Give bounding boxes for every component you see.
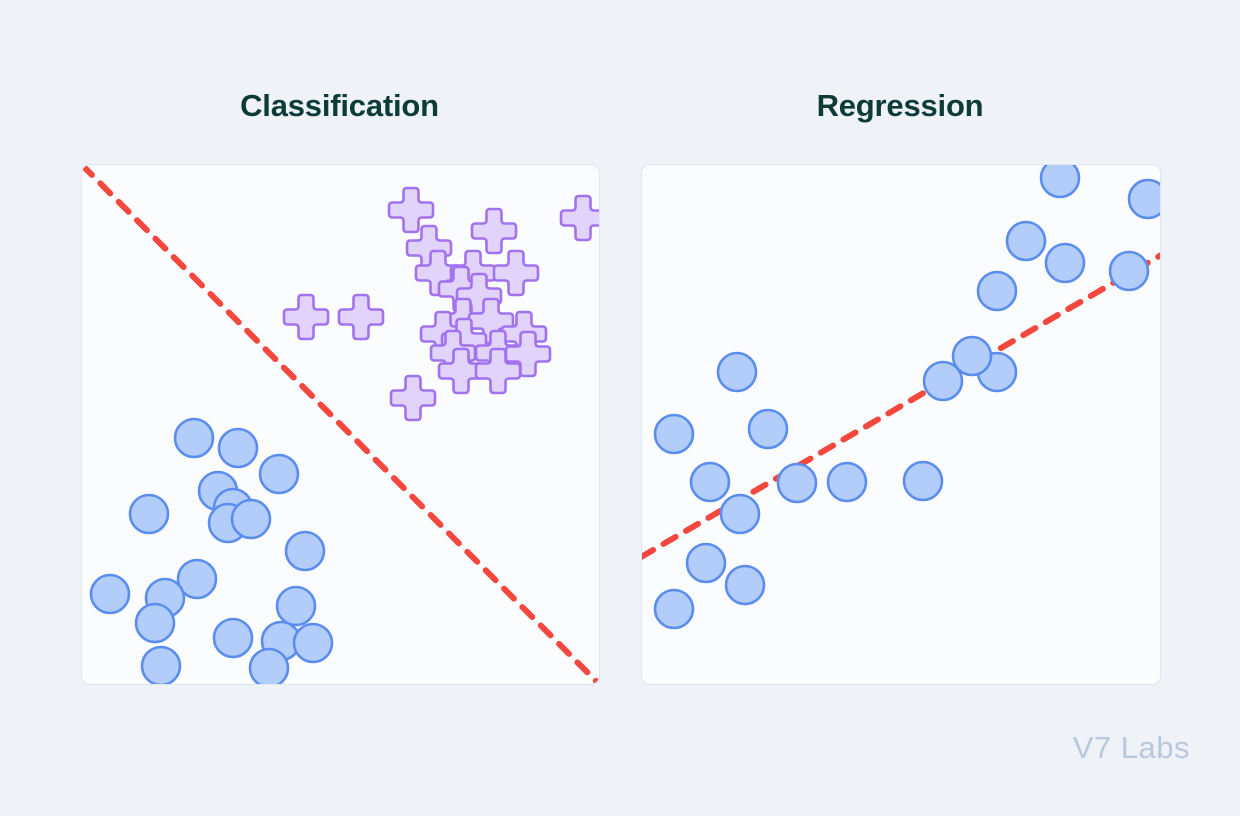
classification-scatter-plot (82, 165, 599, 684)
plot-panel-regression (641, 164, 1161, 685)
data-point-circle (128, 493, 170, 535)
regression-line (642, 252, 1160, 560)
watermark-v7-labs: V7 Labs (1072, 730, 1190, 765)
data-point-circle (951, 335, 993, 377)
data-point-circle (1108, 250, 1150, 292)
data-point-circle (248, 647, 290, 684)
data-point-cross (282, 293, 330, 341)
data-point-cross (389, 374, 437, 422)
data-point-circle (685, 542, 727, 584)
data-point-circle (230, 498, 272, 540)
data-point-circle (258, 453, 300, 495)
data-point-circle (275, 585, 317, 627)
panel-title-regression: Regression (816, 88, 984, 123)
data-point-cross (337, 293, 385, 341)
regression-scatter-plot (642, 165, 1160, 630)
data-point-circle (716, 351, 758, 393)
plot-panel-classification (81, 164, 600, 685)
data-point-circle (724, 564, 766, 606)
data-point-cross (437, 347, 485, 395)
data-point-circle (140, 645, 182, 684)
data-point-circle (176, 558, 218, 600)
data-point-cross (492, 249, 540, 297)
panel-title-classification: Classification (240, 88, 439, 123)
data-point-circle (719, 493, 761, 535)
data-point-cross (470, 207, 518, 255)
data-point-circle (1127, 178, 1160, 220)
data-point-circle (922, 360, 964, 402)
data-point-circle (89, 573, 131, 615)
data-point-circle (284, 530, 326, 572)
data-point-circle (1005, 220, 1047, 262)
data-point-cross (559, 194, 599, 242)
data-point-circle (653, 413, 695, 455)
data-point-cross (387, 186, 435, 234)
data-point-circle (653, 588, 695, 630)
data-point-circle (902, 460, 944, 502)
data-point-circle (1044, 242, 1086, 284)
data-point-circle (134, 602, 176, 644)
data-point-circle (776, 462, 818, 504)
data-point-circle (212, 617, 254, 659)
data-point-circle (976, 270, 1018, 312)
data-point-cross (474, 347, 522, 395)
data-point-circle (217, 427, 259, 469)
data-point-circle (1039, 165, 1081, 199)
data-point-circle (747, 408, 789, 450)
data-point-cross (504, 330, 552, 378)
data-point-circle (173, 417, 215, 459)
data-point-circle (826, 461, 868, 503)
data-point-circle (689, 461, 731, 503)
data-point-circle (292, 622, 334, 664)
decision-boundary-line (82, 165, 599, 684)
